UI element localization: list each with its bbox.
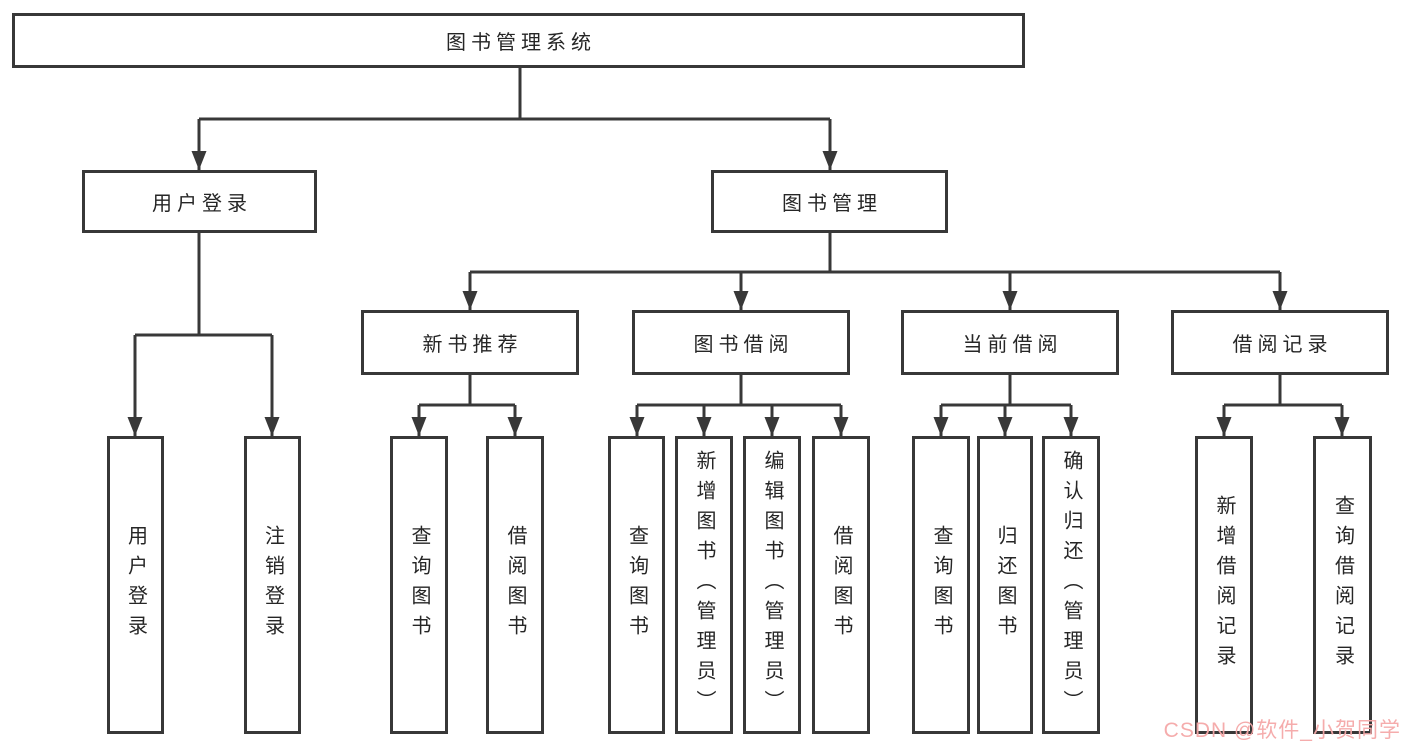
connector-current-borrow <box>933 375 1079 436</box>
leaf-br-add-record: 新增借阅记录 <box>1195 436 1253 734</box>
csdn-watermark: CSDN @软件_小贺同学 <box>1163 719 1401 742</box>
leaf-br-query-record: 查询借阅记录 <box>1313 436 1372 734</box>
node-user-login-label: 用户登录 <box>152 193 252 215</box>
node-current-borrow: 当前借阅 <box>901 310 1119 375</box>
leaf-user-login: 用户登录 <box>107 436 164 734</box>
node-new-books-label: 新书推荐 <box>422 334 523 356</box>
node-borrow-records-label: 借阅记录 <box>1232 334 1333 356</box>
leaf-bb-query-books: 查询图书 <box>608 436 665 734</box>
leaf-cb-confirm-return-admin-label: 确认归还（管理员） <box>1060 450 1082 720</box>
leaf-nb-query-books-label: 查询图书 <box>408 525 430 645</box>
leaf-cb-query-books: 查询图书 <box>912 436 970 734</box>
leaf-br-add-record-label: 新增借阅记录 <box>1213 495 1235 675</box>
leaf-bb-borrow-books-label: 借阅图书 <box>830 525 852 645</box>
leaf-bb-query-books-label: 查询图书 <box>625 525 648 645</box>
leaf-bb-add-books-admin-label: 新增图书（管理员） <box>693 450 715 720</box>
node-borrow-records: 借阅记录 <box>1171 310 1389 375</box>
connector-book-mgmt <box>462 233 1288 310</box>
node-book-mgmt-label: 图书管理 <box>782 193 882 215</box>
node-book-borrow: 图书借阅 <box>632 310 850 375</box>
node-root-label: 图书管理系统 <box>446 32 596 54</box>
leaf-logout: 注销登录 <box>244 436 301 734</box>
leaf-cb-query-books-label: 查询图书 <box>930 525 952 645</box>
leaf-cb-confirm-return-admin: 确认归还（管理员） <box>1042 436 1100 734</box>
connector-root <box>191 68 838 170</box>
connector-borrow-records <box>1216 375 1350 436</box>
node-current-borrow-label: 当前借阅 <box>962 334 1063 356</box>
leaf-logout-label: 注销登录 <box>261 525 284 645</box>
node-root: 图书管理系统 <box>12 13 1025 68</box>
leaf-nb-query-books: 查询图书 <box>390 436 448 734</box>
leaf-cb-return-books: 归还图书 <box>977 436 1033 734</box>
connector-book-borrow <box>629 375 849 436</box>
node-user-login: 用户登录 <box>82 170 317 233</box>
leaf-bb-add-books-admin: 新增图书（管理员） <box>675 436 733 734</box>
leaf-user-login-label: 用户登录 <box>124 525 147 645</box>
leaf-bb-borrow-books: 借阅图书 <box>812 436 870 734</box>
leaf-nb-borrow-books-label: 借阅图书 <box>504 525 526 645</box>
node-book-mgmt: 图书管理 <box>711 170 948 233</box>
leaf-bb-edit-books-admin: 编辑图书（管理员） <box>743 436 801 734</box>
node-book-borrow-label: 图书借阅 <box>693 334 794 356</box>
leaf-cb-return-books-label: 归还图书 <box>994 525 1016 645</box>
leaf-bb-edit-books-admin-label: 编辑图书（管理员） <box>761 450 783 720</box>
leaf-br-query-record-label: 查询借阅记录 <box>1331 495 1354 675</box>
connector-new-books <box>411 375 523 436</box>
node-new-books: 新书推荐 <box>361 310 579 375</box>
connector-user-login <box>127 233 280 436</box>
leaf-nb-borrow-books: 借阅图书 <box>486 436 544 734</box>
